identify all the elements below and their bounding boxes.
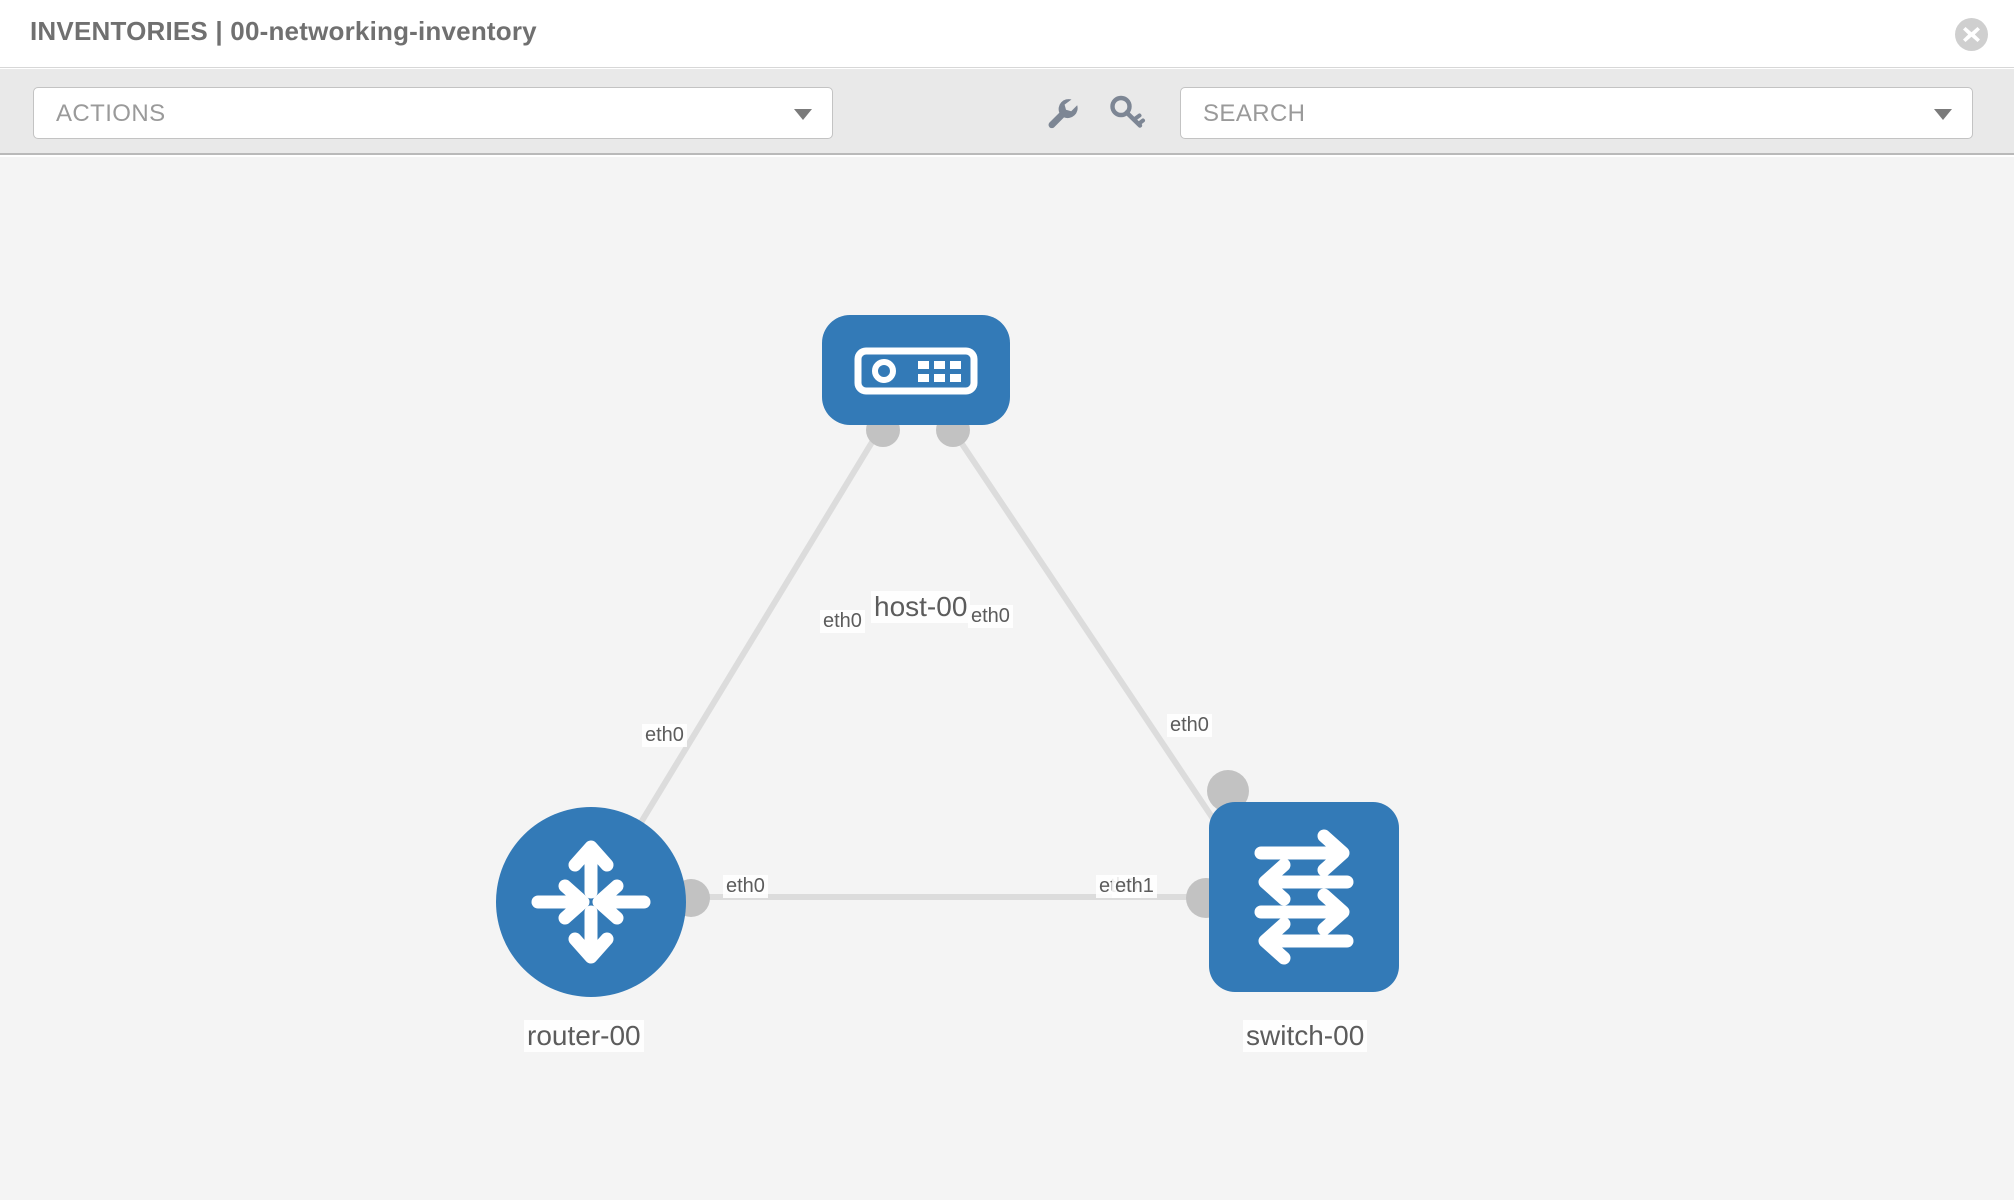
chevron-down-icon[interactable] <box>1934 109 1952 120</box>
port-label-router-up: eth0 <box>642 724 687 747</box>
topology-node-router-00[interactable] <box>496 807 686 997</box>
port-label-host-right: eth0 <box>968 605 1013 628</box>
toolbar: ACTIONS SEARCH <box>0 69 2014 155</box>
page-header: INVENTORIES | 00-networking-inventory <box>0 0 2014 68</box>
topology-canvas[interactable]: host-00 eth0 eth0 <box>0 157 2014 1200</box>
port-label-switch-up: eth0 <box>1167 714 1212 737</box>
topology-node-host-00[interactable] <box>822 315 1010 425</box>
topology-node-switch-00[interactable] <box>1209 802 1399 992</box>
topology-node-label-router-00: router-00 <box>524 1020 644 1052</box>
topology-node-label-switch-00: switch-00 <box>1243 1020 1368 1052</box>
search-placeholder: SEARCH <box>1203 100 1306 127</box>
server-icon <box>854 347 978 395</box>
switch-arrows-icon <box>1254 829 1354 965</box>
wrench-icon[interactable] <box>1040 91 1084 135</box>
search-input[interactable]: SEARCH <box>1180 87 1973 139</box>
port-label-switch-left-b: eth1 <box>1112 875 1157 898</box>
port-label-router-right: eth0 <box>723 875 768 898</box>
topology-node-label-host-00: host-00 <box>871 591 971 623</box>
close-icon[interactable] <box>1955 18 1988 51</box>
page-title: INVENTORIES | 00-networking-inventory <box>30 16 537 46</box>
actions-dropdown-label: ACTIONS <box>56 100 166 127</box>
port-label-host-left: eth0 <box>820 610 865 633</box>
key-icon[interactable] <box>1104 91 1148 135</box>
router-arrows-icon <box>531 840 651 964</box>
topology-links <box>617 427 1235 900</box>
actions-dropdown[interactable]: ACTIONS <box>33 87 833 139</box>
chevron-down-icon <box>794 109 812 120</box>
